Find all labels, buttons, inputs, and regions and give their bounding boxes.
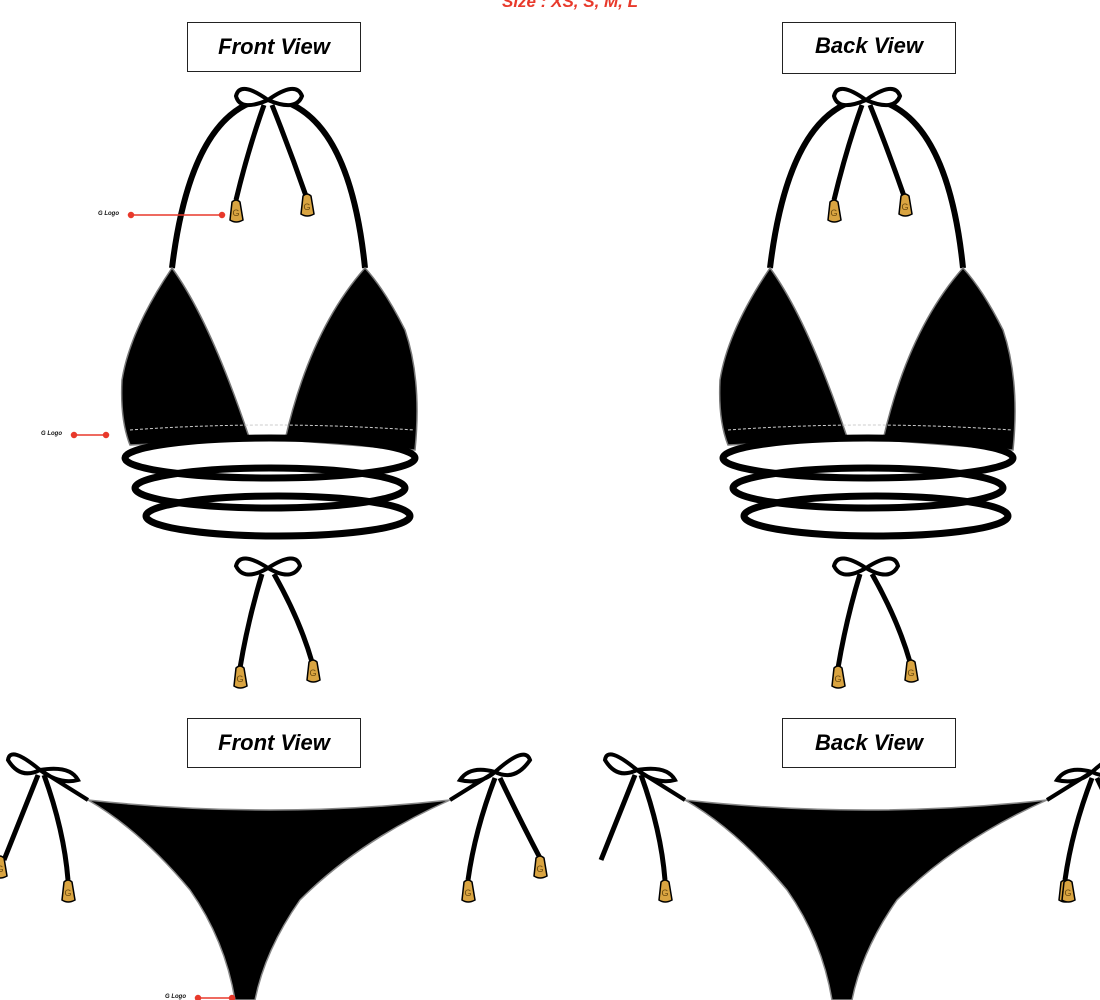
tassel-icon xyxy=(1061,879,1076,903)
callout-lines xyxy=(70,211,236,1000)
top-back-view-label: Back View xyxy=(782,22,956,74)
g-logo-callout: G Logo xyxy=(41,431,62,437)
bottom-back-view-label: Back View xyxy=(782,718,956,768)
g-logo-callout: G Logo xyxy=(98,211,119,217)
bottom-front-sketch xyxy=(4,754,547,1000)
size-range-text: Size : XS, S, M, L xyxy=(501,0,639,11)
top-back-sketch xyxy=(720,89,1015,688)
top-front-view-label: Front View xyxy=(187,22,361,72)
g-logo-callout: G Logo xyxy=(165,994,186,1000)
bottom-back-sketch xyxy=(601,754,1100,1000)
top-front-sketch xyxy=(122,89,417,688)
bottom-front-view-label: Front View xyxy=(187,718,361,768)
